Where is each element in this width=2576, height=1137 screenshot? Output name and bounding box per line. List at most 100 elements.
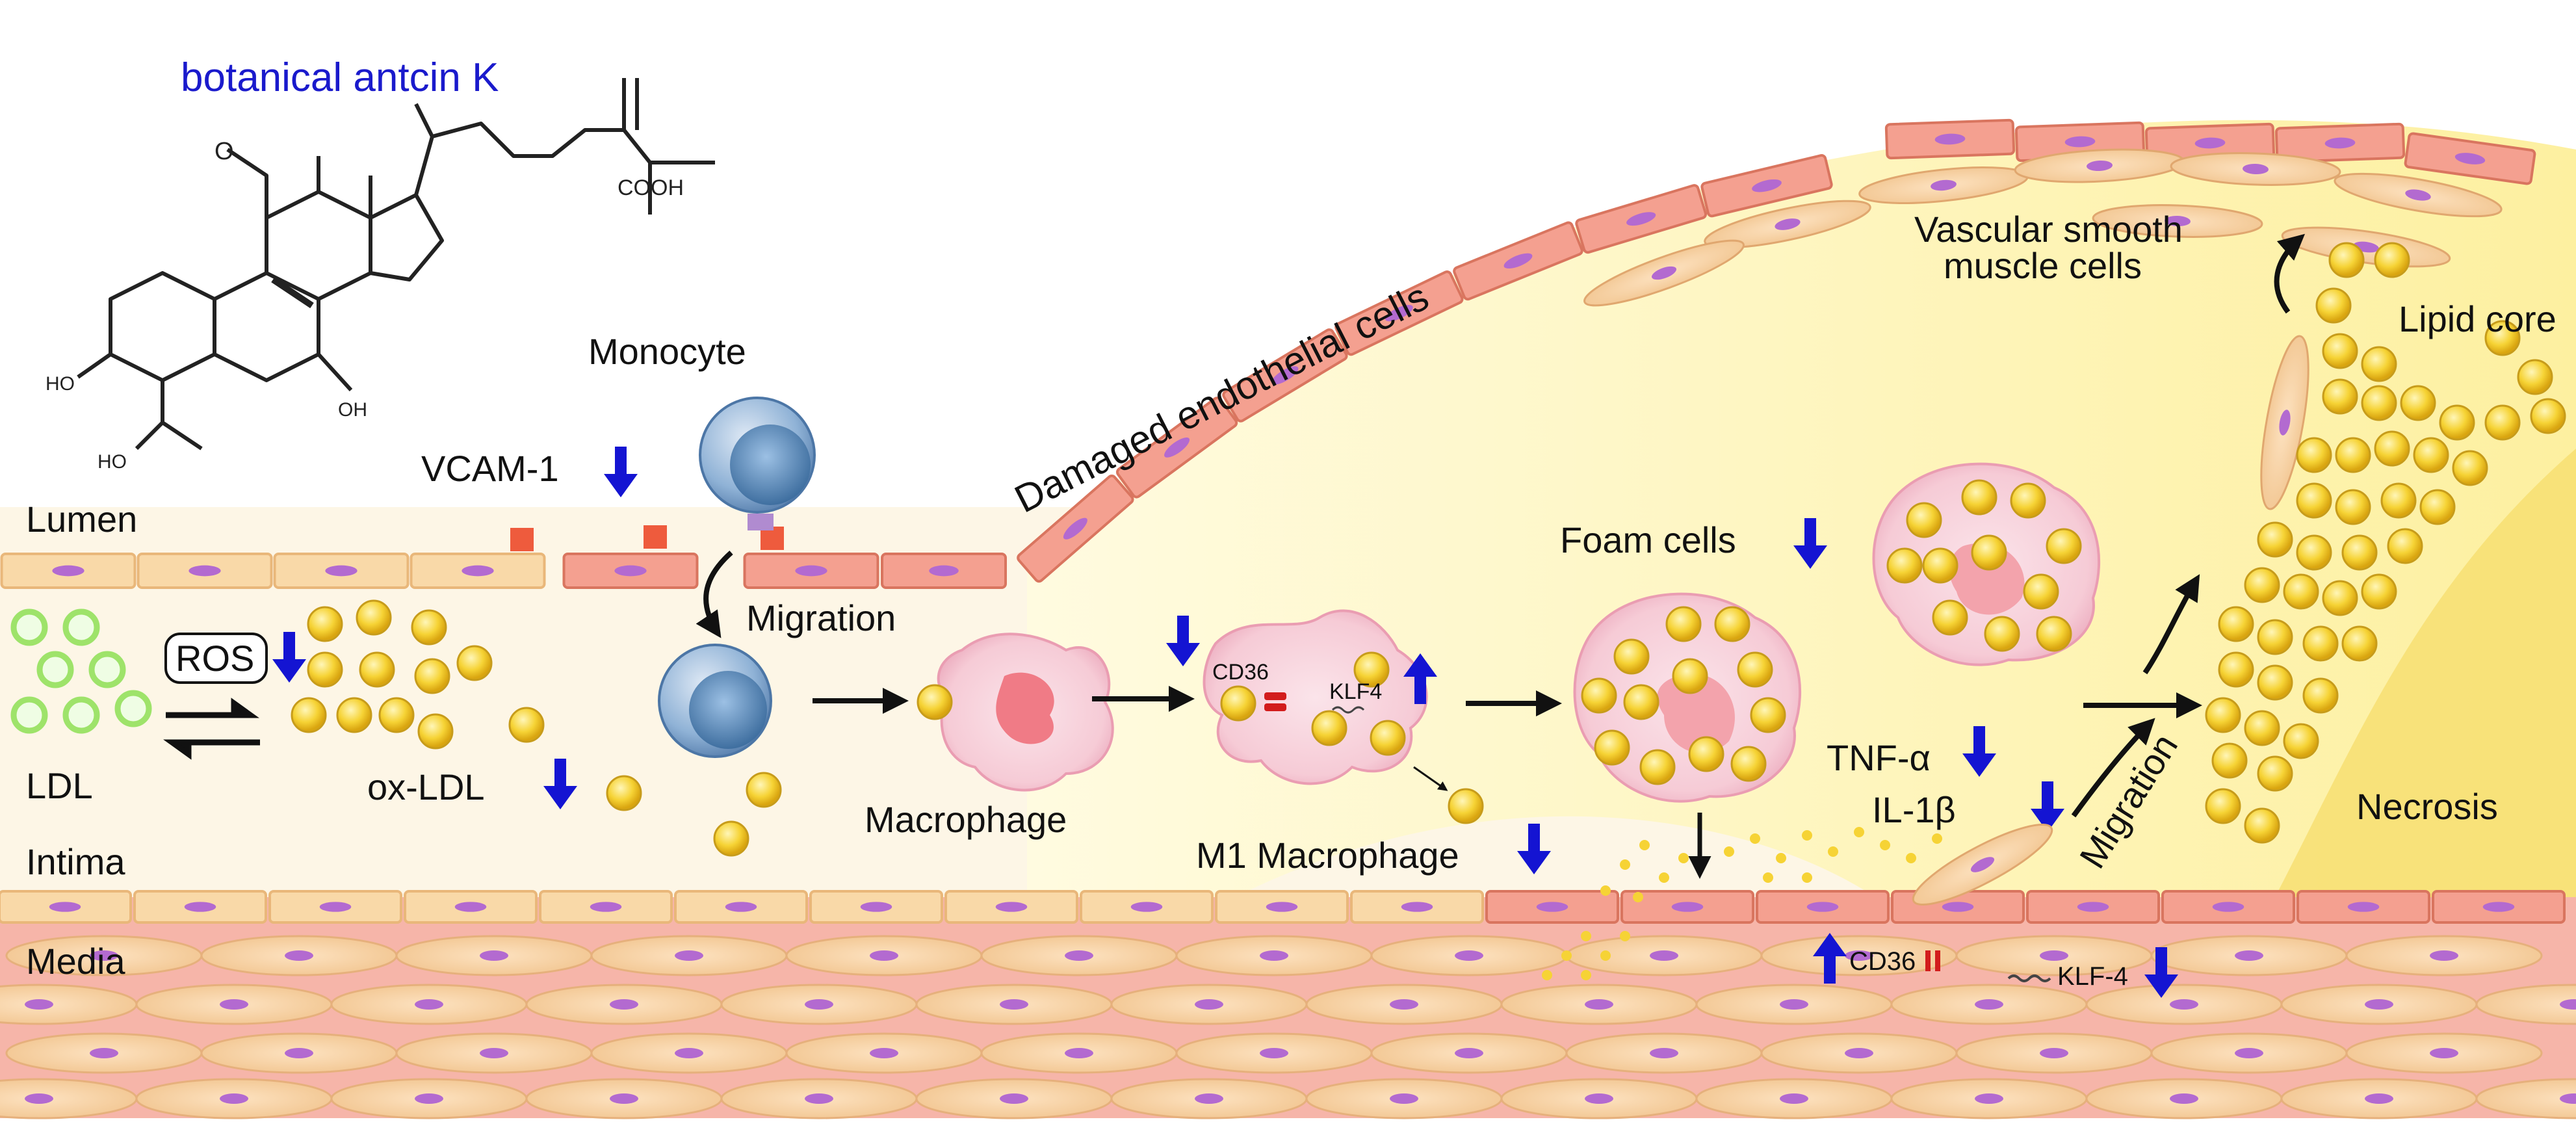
lipid-core-particle	[2335, 437, 2371, 473]
lipid-core-particle	[2374, 430, 2410, 467]
cap-smooth-muscle-cell	[1704, 200, 1871, 249]
lipid-debris-particle	[1802, 830, 1812, 841]
compound-title: botanical antcin K	[181, 55, 499, 100]
media-smooth-muscle-cell	[2475, 1078, 2576, 1119]
lipid-core-particle	[2211, 742, 2248, 779]
endothelial-cell	[1884, 118, 2016, 160]
endothelial-cell	[1575, 184, 1708, 254]
lipid-core-particle	[2205, 697, 2241, 733]
monocyte-cell	[699, 397, 816, 530]
equilibrium-arrows	[163, 698, 260, 760]
media-smooth-muscle-cell	[2085, 984, 2283, 1025]
compound-cooh: COOH	[618, 176, 684, 200]
lipid-debris-particle	[1854, 827, 1864, 837]
lipid-core-particle	[2361, 573, 2397, 610]
endothelial-cell	[2296, 890, 2430, 924]
cd36-label: CD36	[1212, 660, 1269, 685]
lipid-core-particle	[2530, 398, 2566, 434]
media-smooth-muscle-cell	[1305, 1078, 1503, 1119]
media-smooth-muscle-cell	[330, 1078, 528, 1119]
media-smooth-muscle-cell	[1695, 1078, 1893, 1119]
endothelial-cell	[1756, 890, 1890, 924]
lipid-debris-particle	[1620, 859, 1630, 870]
endothelial-cell	[1453, 221, 1583, 301]
media-smooth-muscle-cell	[2280, 1078, 2478, 1119]
lipid-core-particle	[2257, 521, 2293, 558]
lipid-core-particle	[2302, 625, 2339, 662]
lipid-core-particle	[2218, 651, 2254, 688]
endothelial-cell	[944, 890, 1078, 924]
macrophage-label: Macrophage	[865, 799, 1067, 840]
vcam-marker-2	[644, 525, 667, 549]
media-smooth-muscle-cell	[1370, 935, 1568, 976]
cd36-media-label: CD36	[1849, 947, 1916, 976]
media-smooth-muscle-cell	[2085, 1078, 2283, 1119]
endothelial-cell	[0, 890, 132, 924]
cd36-media-marker	[1925, 950, 1931, 971]
media-smooth-muscle-cell	[1370, 1032, 1568, 1074]
lipid-core-particle	[2374, 242, 2410, 278]
media-smooth-muscle-cell	[135, 1078, 333, 1119]
lipid-core-particle	[2517, 359, 2553, 395]
migrated-monocyte	[658, 644, 772, 758]
lipid-core-label: Lipid core	[2399, 298, 2556, 339]
media-smooth-muscle-cell	[2475, 984, 2576, 1025]
lipid-core-particle	[2419, 489, 2456, 525]
lipid-core-particle	[2244, 807, 2280, 844]
media-smooth-muscle-cell	[5, 935, 203, 976]
lipid-core-particle	[2484, 404, 2521, 441]
endothelial-cell	[1222, 328, 1348, 423]
media-smooth-muscle-cell	[525, 1078, 723, 1119]
endothelial-cell	[1017, 475, 1134, 583]
endothelial-cell	[881, 553, 1007, 589]
lipid-core-particle	[2283, 573, 2319, 610]
endothelial-cell	[2274, 122, 2406, 164]
media-smooth-muscle-cell	[785, 935, 983, 976]
lipid-core-particle	[2413, 437, 2449, 473]
lipid-core-particle	[2257, 755, 2293, 792]
endothelial-cell	[562, 553, 699, 589]
media-smooth-muscle-cell	[2345, 935, 2543, 976]
media-smooth-muscle-cell	[1955, 1032, 2153, 1074]
fibrous-cap-smc	[1583, 148, 2503, 307]
ldl-label: LDL	[26, 765, 93, 806]
lipid-core-particle	[2341, 625, 2378, 662]
lipid-debris-particle	[1724, 846, 1734, 857]
media-smooth-muscle-cell	[2345, 1032, 2543, 1074]
media-smooth-muscle-cell	[2280, 984, 2478, 1025]
lipid-debris-particle	[1561, 950, 1572, 961]
m1-secretion-arrow	[1413, 766, 1448, 791]
media-smooth-muscle-cell	[1695, 984, 1893, 1025]
klf4-media-label: KLF-4	[2057, 962, 2128, 991]
lipid-core-particle	[2257, 664, 2293, 701]
endothelial-cell	[1115, 397, 1238, 499]
lipid-core-particle	[2257, 619, 2293, 655]
klf4-media-dna-icon	[2007, 974, 2051, 982]
lipid-core-particle	[2302, 677, 2339, 714]
media-smooth-muscle-cell	[1890, 984, 2088, 1025]
lipid-core-particle	[2244, 710, 2280, 746]
media-smooth-muscle-cell	[1175, 1032, 1373, 1074]
compound-ho-bottom: HO	[98, 451, 127, 473]
lipid-debris-particle	[1880, 840, 1890, 850]
lipid-debris-particle	[1581, 970, 1591, 980]
lipid-core-particle	[2439, 404, 2475, 441]
lipid-debris-particle	[1763, 872, 1773, 883]
media-smooth-muscle-cell	[1760, 1032, 1958, 1074]
lipid-debris-particle	[1802, 872, 1812, 883]
lipid-core-particle	[2380, 482, 2417, 519]
endothelial-cell	[2026, 890, 2160, 924]
lipid-debris-particle	[1932, 833, 1942, 844]
lipid-core-particle	[2387, 528, 2423, 564]
cap-smooth-muscle-cell	[2334, 172, 2503, 218]
endothelial-cell	[674, 890, 808, 924]
lipid-debris-particle	[1678, 853, 1689, 863]
media-smooth-muscle-cell	[1500, 1078, 1698, 1119]
endothelial-cell	[1620, 890, 1754, 924]
media-smooth-muscle-cell	[1500, 984, 1698, 1025]
media-smooth-muscle-cell	[1175, 935, 1373, 976]
media-smooth-muscle-cell	[1110, 1078, 1308, 1119]
klf4-label: KLF4	[1329, 679, 1382, 704]
endothelial-rows	[0, 118, 2536, 589]
media-smooth-muscle-cell	[915, 1078, 1113, 1119]
